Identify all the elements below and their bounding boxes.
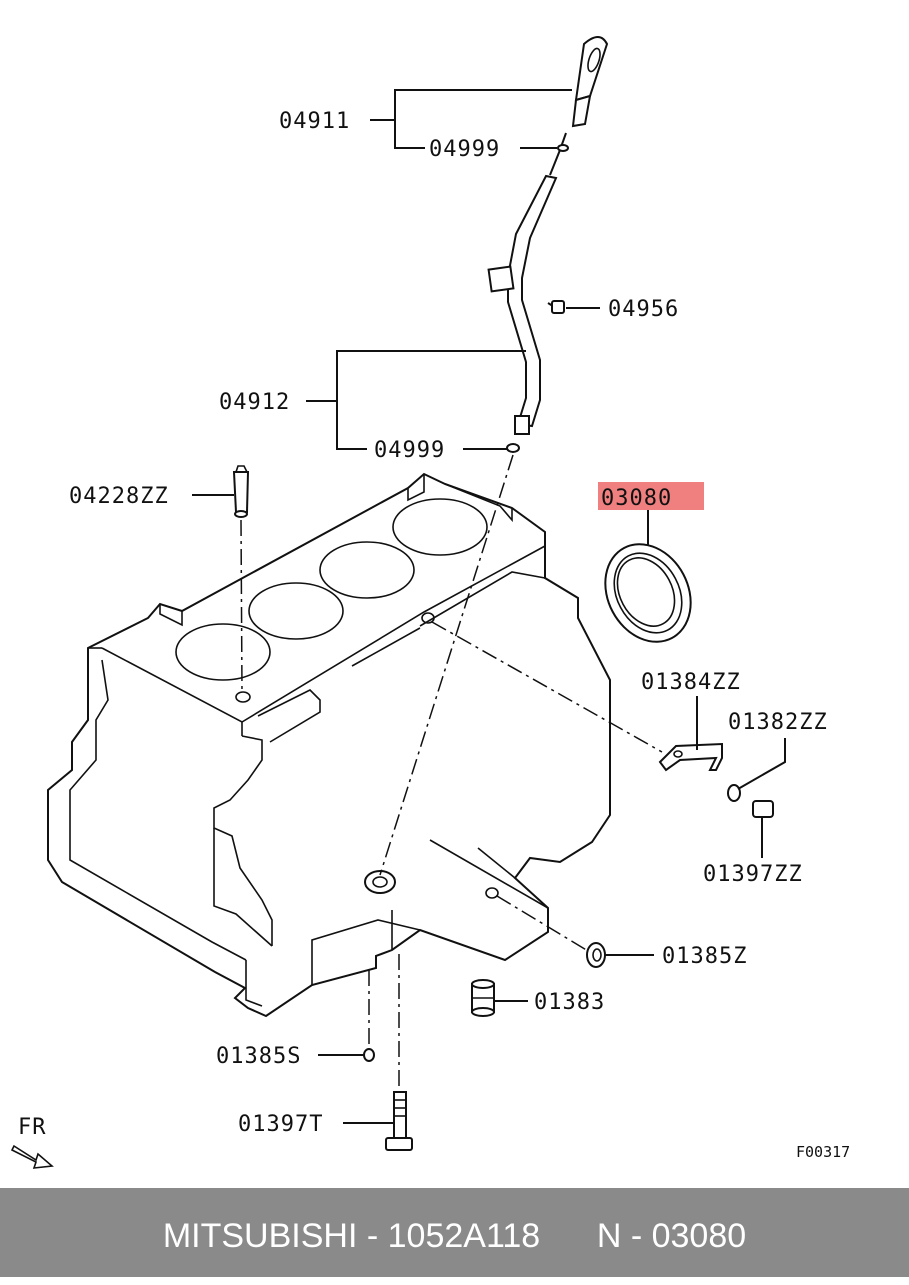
- footer-bar: MITSUBISHI - 1052A118 N - 03080: [0, 1188, 909, 1277]
- guide-bolt: [547, 300, 565, 314]
- front-label: FR: [18, 1115, 47, 1140]
- label-01397zz: 01397ZZ: [703, 862, 803, 887]
- assembly-lines: [240, 454, 663, 1090]
- front-arrow-icon: [10, 1144, 54, 1169]
- label-01383: 01383: [534, 990, 605, 1015]
- block-plug: [232, 465, 250, 518]
- label-04956: 04956: [608, 297, 679, 322]
- figure-code: F00317: [796, 1143, 850, 1161]
- crankshaft-oil-seal: [604, 543, 692, 643]
- label-01384zz: 01384ZZ: [641, 670, 741, 695]
- side-plug: [586, 942, 606, 968]
- label-04228zz: 04228ZZ: [69, 484, 169, 509]
- label-04999-upper: 04999: [429, 137, 500, 162]
- label-01385z: 01385Z: [662, 944, 747, 969]
- part-labels: 04911 04999 04956 04912 04999 04228ZZ 03…: [69, 109, 828, 1137]
- stud-bolt: [385, 1091, 413, 1151]
- parts-diagram: 04911 04999 04956 04912 04999 04228ZZ 03…: [10, 36, 850, 1169]
- label-01385s: 01385S: [216, 1044, 301, 1069]
- footer-text: MITSUBISHI - 1052A118 N - 03080: [162, 1217, 747, 1255]
- bracket-bolt: [752, 800, 774, 830]
- cylinder-block: [47, 472, 611, 1018]
- bracket-part: [658, 742, 723, 772]
- oil-level-gauge: [549, 36, 609, 176]
- leader-lines: [192, 89, 786, 1124]
- gasket-part: [727, 784, 741, 802]
- highlight-box: [598, 482, 704, 510]
- oil-level-gauge-guide: [487, 174, 558, 453]
- front-marker: FR: [10, 1115, 54, 1169]
- label-04999-lower: 04999: [374, 438, 445, 463]
- knock-pin: [471, 979, 495, 1017]
- label-04911: 04911: [279, 109, 350, 134]
- label-04912: 04912: [219, 390, 290, 415]
- label-03080: 03080: [601, 486, 672, 511]
- label-01382zz: 01382ZZ: [728, 710, 828, 735]
- bottom-plug: [363, 1048, 375, 1062]
- label-01397t: 01397T: [238, 1112, 323, 1137]
